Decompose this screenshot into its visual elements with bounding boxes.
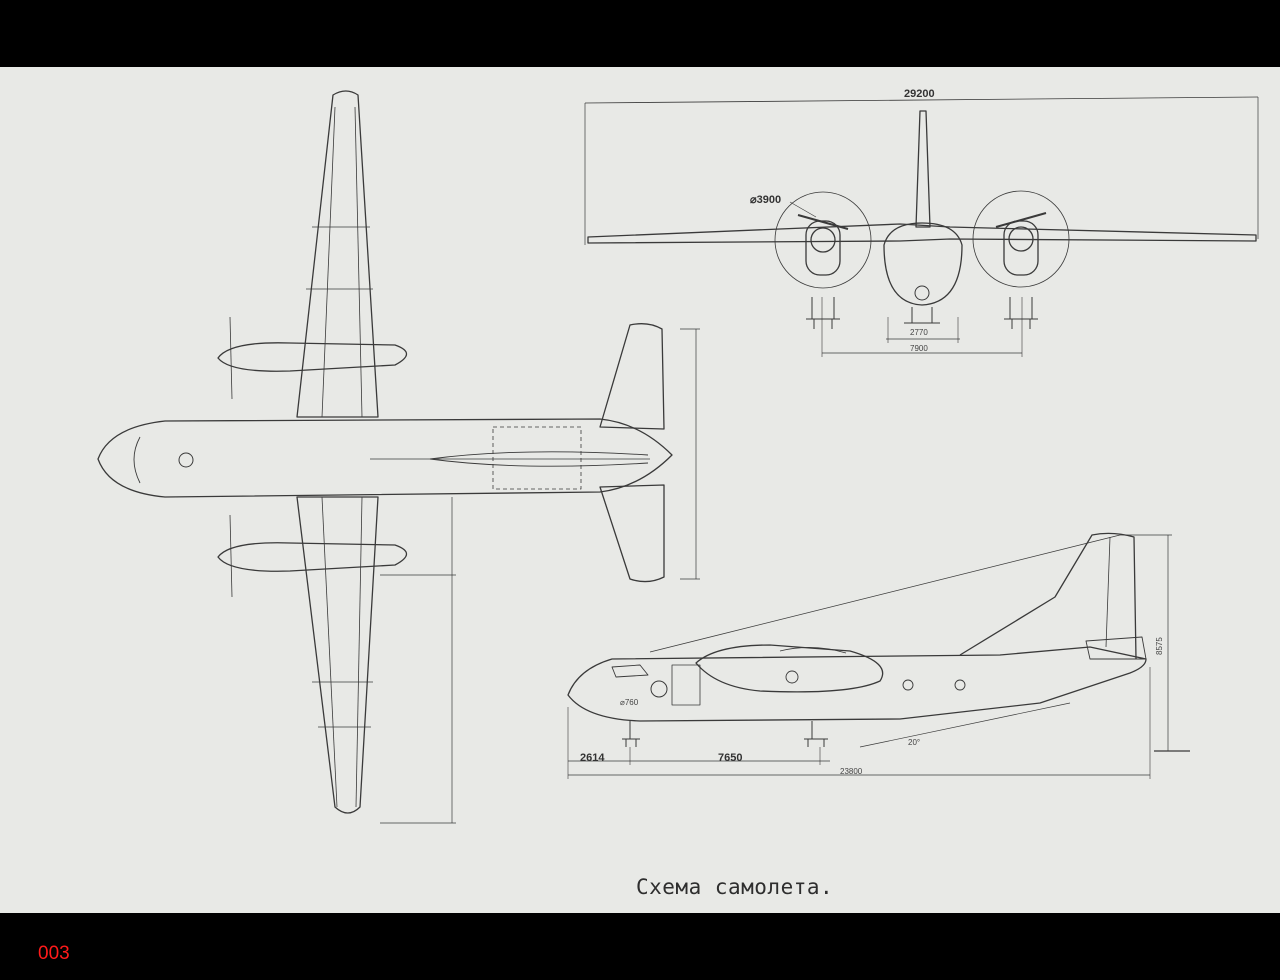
dim-overall-length: 23800 bbox=[840, 767, 863, 776]
side-tail-fin bbox=[959, 532, 1137, 660]
side-view bbox=[567, 532, 1190, 779]
plan-lower-stabilizer bbox=[599, 484, 665, 583]
plan-view bbox=[97, 90, 700, 824]
dim-track-outer: 7900 bbox=[910, 344, 928, 353]
plan-upper-stabilizer bbox=[599, 323, 665, 430]
front-view bbox=[584, 96, 1259, 357]
plan-lower-wing bbox=[296, 496, 379, 814]
dim-door-diameter: ⌀760 bbox=[620, 698, 639, 707]
dim-nose-to-main: 2614 bbox=[580, 752, 605, 764]
front-right-propeller-disc bbox=[972, 190, 1070, 288]
plan-lower-nacelle bbox=[217, 542, 408, 572]
plan-fuselage bbox=[97, 418, 673, 498]
dim-tail-angle: 20° bbox=[908, 738, 920, 747]
plan-upper-wing bbox=[296, 90, 379, 418]
dim-wheelbase: 7650 bbox=[718, 752, 742, 764]
dim-propeller-diameter: ⌀3900 bbox=[750, 194, 781, 206]
bottom-letterbox-bar: 003 bbox=[0, 913, 1280, 980]
top-letterbox-bar bbox=[0, 0, 1280, 67]
front-tail-fin bbox=[915, 110, 931, 228]
slide-number: 003 bbox=[38, 943, 70, 964]
plan-upper-nacelle bbox=[217, 342, 408, 372]
dim-tail-height: 8575 bbox=[1155, 637, 1164, 655]
drawing-sheet: 29200 ⌀3900 2770 7900 2614 7650 23800 85… bbox=[0, 67, 1280, 913]
aircraft-schematic: 29200 ⌀3900 2770 7900 2614 7650 23800 85… bbox=[97, 88, 1259, 824]
front-fuselage bbox=[883, 222, 963, 306]
drawing-caption: Схема самолета. bbox=[636, 875, 834, 899]
dim-track-inner: 2770 bbox=[910, 328, 928, 337]
dim-span: 29200 bbox=[904, 88, 935, 100]
side-fuselage bbox=[567, 646, 1147, 722]
side-nacelle bbox=[695, 644, 884, 693]
front-left-propeller-disc bbox=[774, 191, 872, 289]
